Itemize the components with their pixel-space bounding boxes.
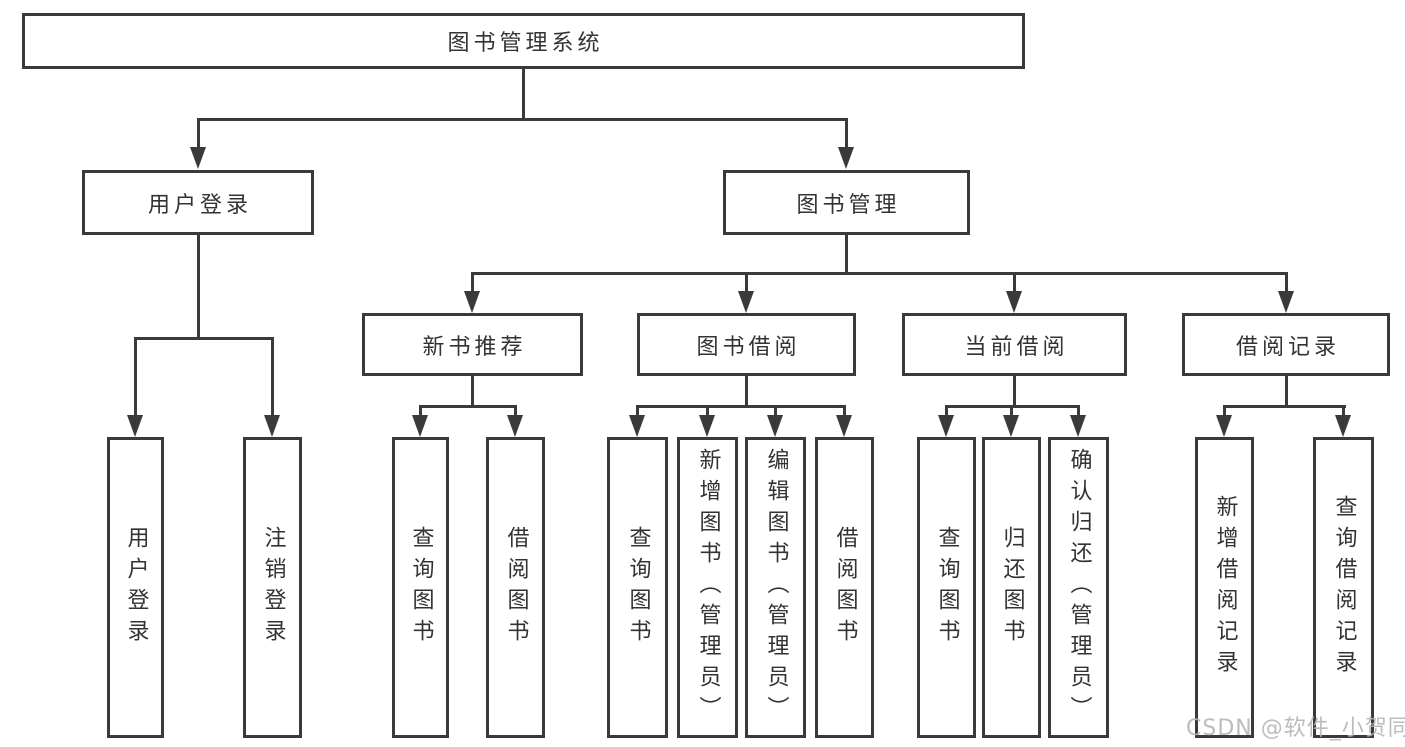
connector-borrow-bar: [636, 405, 846, 408]
leaf-borrow-books-borrow: 借阅图书: [815, 437, 874, 738]
node-current-borrowing: 当前借阅: [902, 313, 1127, 376]
node-label: 图书借阅: [696, 334, 801, 360]
leaf-add-borrow-record: 新增借阅记录: [1195, 437, 1254, 738]
connector-level1-bar: [197, 118, 848, 121]
connector-records-bar: [1223, 405, 1346, 408]
arrow-down-icon: [1335, 405, 1351, 437]
arrow-down-icon: [190, 118, 206, 169]
arrow-down-icon: [836, 405, 852, 437]
node-label: 图书管理系统: [447, 31, 604, 56]
node-label: 新增借阅记录: [1212, 494, 1238, 681]
node-label: 图书管理: [796, 192, 901, 218]
connector-new-rec-bar: [419, 405, 517, 408]
node-label: 查询图书: [625, 525, 651, 650]
node-label: 借阅记录: [1235, 334, 1340, 360]
node-label: 用户登录: [147, 192, 252, 218]
arrow-down-icon: [938, 405, 954, 437]
node-label: 新增图书（管理员）: [695, 448, 721, 727]
node-book-borrowing: 图书借阅: [637, 313, 856, 376]
arrow-down-icon: [629, 405, 645, 437]
arrow-down-icon: [838, 118, 854, 169]
leaf-return-books: 归还图书: [982, 437, 1041, 738]
arrow-down-icon: [464, 272, 480, 313]
node-new-book-recommendation: 新书推荐: [362, 313, 583, 376]
node-label: 编辑图书（管理员）: [763, 448, 789, 727]
node-label: 查询借阅记录: [1331, 494, 1357, 681]
leaf-user-login: 用户登录: [107, 437, 164, 738]
connector-book-mgmt-drop: [845, 234, 848, 274]
leaf-query-borrow-record: 查询借阅记录: [1313, 437, 1374, 738]
arrow-down-icon: [1070, 405, 1086, 437]
node-label: 借阅图书: [832, 525, 858, 650]
arrow-down-icon: [767, 405, 783, 437]
node-label: 确认归还（管理员）: [1066, 448, 1092, 727]
node-borrowing-records: 借阅记录: [1182, 313, 1390, 376]
arrow-down-icon: [1278, 272, 1294, 313]
node-label: 查询图书: [408, 525, 434, 650]
arrow-down-icon: [127, 337, 143, 437]
leaf-query-books-borrow: 查询图书: [607, 437, 668, 738]
arrow-down-icon: [699, 405, 715, 437]
arrow-down-icon: [412, 405, 428, 437]
arrow-down-icon: [264, 337, 280, 437]
node-label: 新书推荐: [422, 334, 527, 360]
connector-level2-bar: [471, 272, 1288, 275]
leaf-query-books-current: 查询图书: [917, 437, 976, 738]
connector-new-rec-drop: [471, 375, 474, 406]
connector-borrow-drop: [745, 375, 748, 406]
connector-root-drop: [522, 69, 525, 119]
node-label: 当前借阅: [964, 334, 1069, 360]
csdn-watermark: CSDN @软件_小贺同学: [1186, 716, 1405, 741]
node-label: 查询图书: [934, 525, 960, 650]
node-user-login: 用户登录: [82, 170, 314, 235]
arrow-down-icon: [1006, 272, 1022, 313]
leaf-query-books-recommend: 查询图书: [392, 437, 449, 738]
leaf-add-book-admin: 新增图书（管理员）: [677, 437, 738, 738]
leaf-confirm-return-admin: 确认归还（管理员）: [1048, 437, 1109, 738]
connector-user-login-drop: [197, 234, 200, 338]
node-library-management-system: 图书管理系统: [22, 13, 1025, 69]
leaf-borrow-books-recommend: 借阅图书: [486, 437, 545, 738]
node-label: 注销登录: [260, 525, 286, 650]
node-label: 归还图书: [999, 525, 1025, 650]
node-label: 用户登录: [123, 525, 149, 650]
leaf-edit-book-admin: 编辑图书（管理员）: [745, 437, 806, 738]
connector-current-drop: [1013, 375, 1016, 406]
node-label: 借阅图书: [503, 525, 529, 650]
arrow-down-icon: [507, 405, 523, 437]
leaf-logout: 注销登录: [243, 437, 302, 738]
connector-records-drop: [1285, 375, 1288, 406]
node-book-management: 图书管理: [723, 170, 970, 235]
connector-user-login-bar: [134, 337, 274, 340]
arrow-down-icon: [1216, 405, 1232, 437]
arrow-down-icon: [738, 272, 754, 313]
arrow-down-icon: [1003, 405, 1019, 437]
